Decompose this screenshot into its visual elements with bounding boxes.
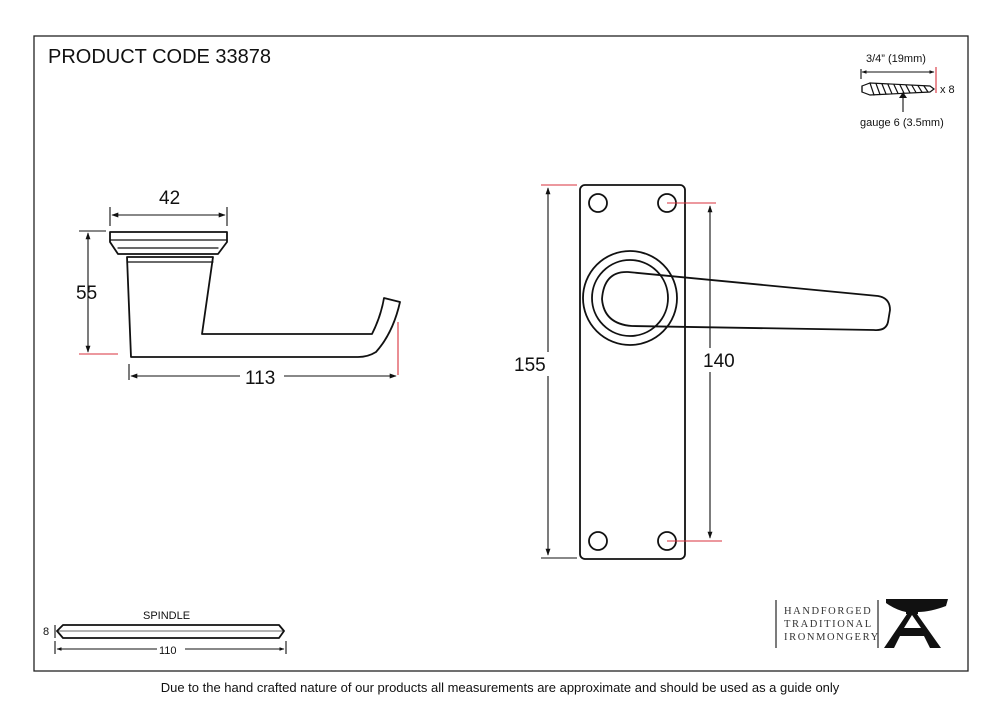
anvil-logo-icon <box>884 599 948 648</box>
spindle-drawing: SPINDLE 8 110 <box>43 610 287 657</box>
spindle-size-label: 8 <box>43 626 49 638</box>
brand-line-2: TRADITIONAL <box>784 619 873 630</box>
plate-height-label: 155 <box>514 355 546 376</box>
brand-line-1: HANDFORGED <box>784 606 872 617</box>
lever-side-view <box>109 231 401 358</box>
brand-block: HANDFORGED TRADITIONAL IRONMONGERY <box>775 599 948 648</box>
projection-label: 113 <box>245 368 275 389</box>
fixing-hole <box>588 193 608 213</box>
screw-quantity-label: x 8 <box>940 84 955 96</box>
height-label: 55 <box>76 283 97 304</box>
screw-length-label: 3/4” (19mm) <box>866 53 926 65</box>
spindle-title: SPINDLE <box>143 610 190 622</box>
screw-spec: 3/4” (19mm) x 8 gauge 6 (3.5mm) <box>860 53 955 129</box>
brand-line-3: IRONMONGERY <box>784 632 880 643</box>
drawing-frame <box>33 35 969 672</box>
fixing-hole <box>588 531 608 551</box>
screw-icon <box>861 82 935 96</box>
lever-front-view <box>579 184 891 560</box>
rose-width-label: 42 <box>159 188 180 209</box>
disclaimer-footer: Due to the hand crafted nature of our pr… <box>160 680 840 695</box>
fixing-centres-label: 140 <box>703 351 735 372</box>
spindle-length-label: 110 <box>159 645 177 657</box>
screw-gauge-label: gauge 6 (3.5mm) <box>860 117 944 129</box>
product-code-title: PRODUCT CODE 33878 <box>48 46 271 68</box>
